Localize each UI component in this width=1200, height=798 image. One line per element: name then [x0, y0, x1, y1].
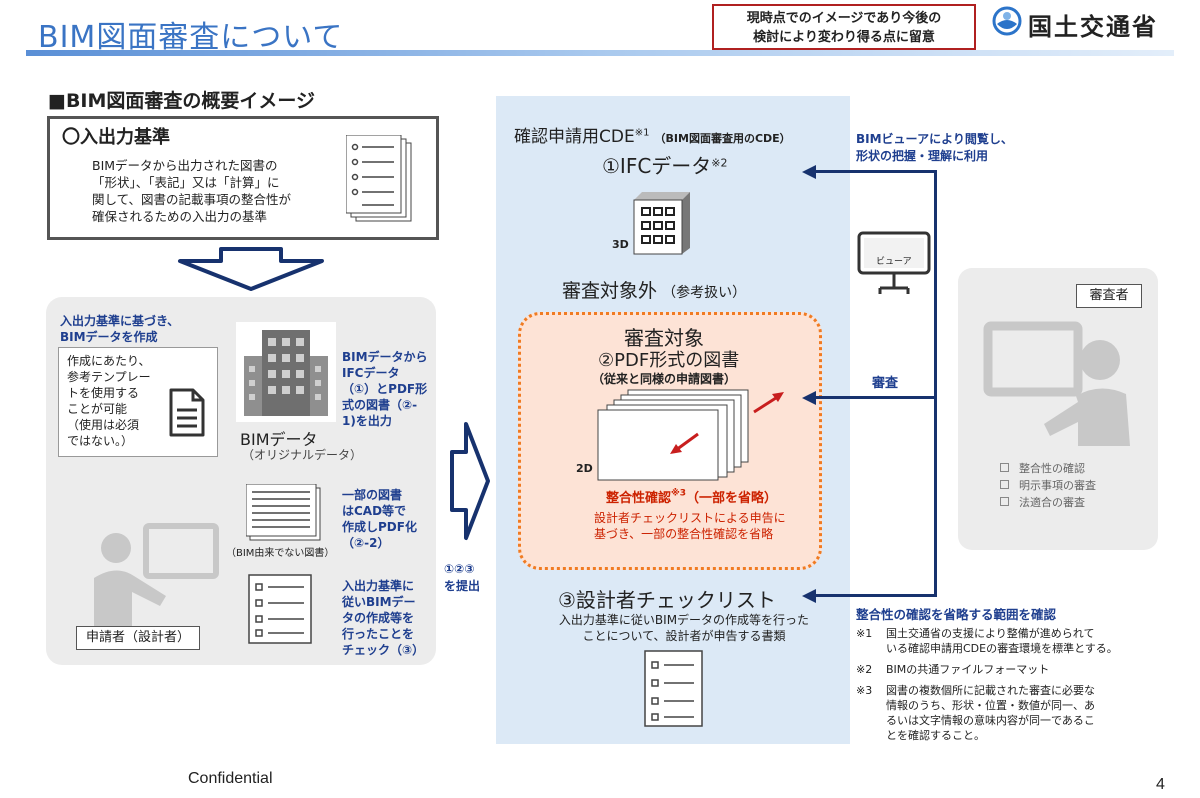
footnote-3: ※3 図書の複数個所に記載された審査に必要な情報のうち、形状・位置・数値が同一、… — [856, 684, 1095, 742]
out-of-scope-label: 審査対象外 （参考扱い） — [562, 280, 747, 302]
label-2d: 2D — [576, 462, 593, 475]
examiner-person-icon — [980, 318, 1148, 446]
checkbox-icon — [1000, 463, 1009, 472]
omit-range-label: 整合性の確認を省略する範囲を確認 — [856, 607, 1057, 622]
viewer-text: BIMビューアにより閲覧し、 形状の把握・理解に利用 — [856, 132, 1013, 163]
checklist-doc-icon — [345, 134, 416, 225]
examiner-label-box: 審査者 — [1076, 284, 1142, 308]
template-document-icon — [167, 388, 207, 438]
non-bim-label: （BIM由来でない図書） — [226, 548, 335, 559]
notice-line1: 現時点でのイメージであり今後の — [746, 11, 942, 26]
connector-bottom — [814, 594, 937, 597]
ifc-building-icon — [628, 186, 696, 256]
label-3d: 3D — [612, 238, 629, 251]
applicant-checklist-icon — [248, 574, 314, 646]
output-text: BIMデータから IFCデータ （①）とPDF形 式の図書（②- 1)を出力 — [342, 350, 428, 428]
page-number: 4 — [1156, 776, 1165, 793]
down-arrow-icon — [176, 247, 326, 291]
io-standard-box: 〇入出力基準 BIMデータから出力された図書の 「形状」、「表記」又は「計算」に… — [47, 116, 439, 240]
io-standard-heading: 〇入出力基準 — [62, 127, 170, 148]
review-scope-title: 審査対象 — [624, 326, 704, 350]
submit-text: ①②③ を提出 — [444, 562, 481, 593]
viewer-monitor-icon — [856, 230, 932, 296]
cad-text: 一部の図書 はCAD等で 作成しPDF化 （②-2） — [342, 488, 417, 550]
checkbox-icon — [1000, 480, 1009, 489]
review-label: 審査 — [872, 376, 899, 391]
pdf-label: ②PDF形式の図書 — [598, 350, 740, 371]
bim-building-icon — [236, 322, 336, 422]
checkbox-icon — [1000, 497, 1009, 506]
section-title: ■BIM図面審査の概要イメージ — [48, 90, 316, 112]
check-text: 入出力基準に 従いBIMデー タの作成等を 行ったことを チェック（③） — [342, 579, 425, 657]
applicant-label: 申請者（設計者） — [85, 630, 190, 645]
checklist-text: 入出力基準に従いBIMデータの作成等を行った ことについて、設計者が申告する書類 — [558, 613, 810, 643]
submit-arrow-icon — [446, 418, 492, 544]
footnote-1: ※1 国土交通省の支援により整備が進められている確認申請用CDEの審査環境を標準… — [856, 627, 1118, 655]
consistency-title: 整合性確認※3（一部を省略） — [606, 488, 778, 506]
arrow-head-bottom-icon — [800, 586, 820, 606]
notice-line2: 検討により変わり得る点に留意 — [753, 30, 935, 45]
examiner-label: 審査者 — [1089, 288, 1129, 303]
cde-title: 確認申請用CDE※1 （BIM図面審査用のCDE） — [514, 127, 791, 147]
pdf-stack-icon — [594, 388, 794, 482]
ministry-logo-icon — [992, 6, 1022, 36]
arrow-head-mid-icon — [800, 388, 820, 408]
bim-create-text: 入出力基準に基づき、 BIMデータを作成 — [60, 314, 180, 344]
connector-top — [814, 170, 937, 173]
page-title: BIM図面審査について — [38, 20, 344, 55]
confidential-label: Confidential — [188, 770, 273, 787]
viewer-screen-label: ビューア — [876, 257, 912, 267]
footnote-2: ※2 BIMの共通ファイルフォーマット — [856, 663, 1050, 676]
checklist-label: ③設計者チェックリスト — [558, 588, 776, 612]
connector-mid — [814, 396, 937, 399]
cde-checklist-icon — [644, 650, 704, 728]
ifc-label: ①IFCデータ※2 — [602, 154, 728, 178]
consistency-text: 設計者チェックリストによる申告に 基づき、一部の整合性確認を省略 — [594, 511, 786, 541]
notice-box: 現時点でのイメージであり今後の 検討により変わり得る点に留意 — [712, 4, 976, 50]
bim-data-sublabel: （オリジナルデータ） — [242, 448, 363, 462]
applicant-person-icon — [76, 520, 226, 628]
io-standard-text: BIMデータから出力された図書の 「形状」、「表記」又は「計算」に 関して、図書… — [92, 158, 292, 224]
arrow-head-top-icon — [800, 162, 820, 182]
ministry-name: 国土交通省 — [1028, 13, 1158, 41]
bim-data-label: BIMデータ — [240, 430, 318, 449]
connector-vertical — [934, 170, 937, 596]
template-note-box: 作成にあたり、 参考テンプレー トを使用する ことが可能 （使用は必須 ではない… — [58, 347, 218, 457]
examiner-items: 整合性の確認 明示事項の審査 法適合の審査 — [1000, 460, 1096, 511]
footnotes: ※1 国土交通省の支援により整備が進められている確認申請用CDEの審査環境を標準… — [856, 626, 1166, 743]
applicant-label-box: 申請者（設計者） — [76, 626, 200, 650]
cad-document-icon — [245, 483, 322, 542]
pdf-sublabel: （従来と同様の申請図書） — [592, 372, 737, 386]
title-underline — [26, 50, 1174, 56]
